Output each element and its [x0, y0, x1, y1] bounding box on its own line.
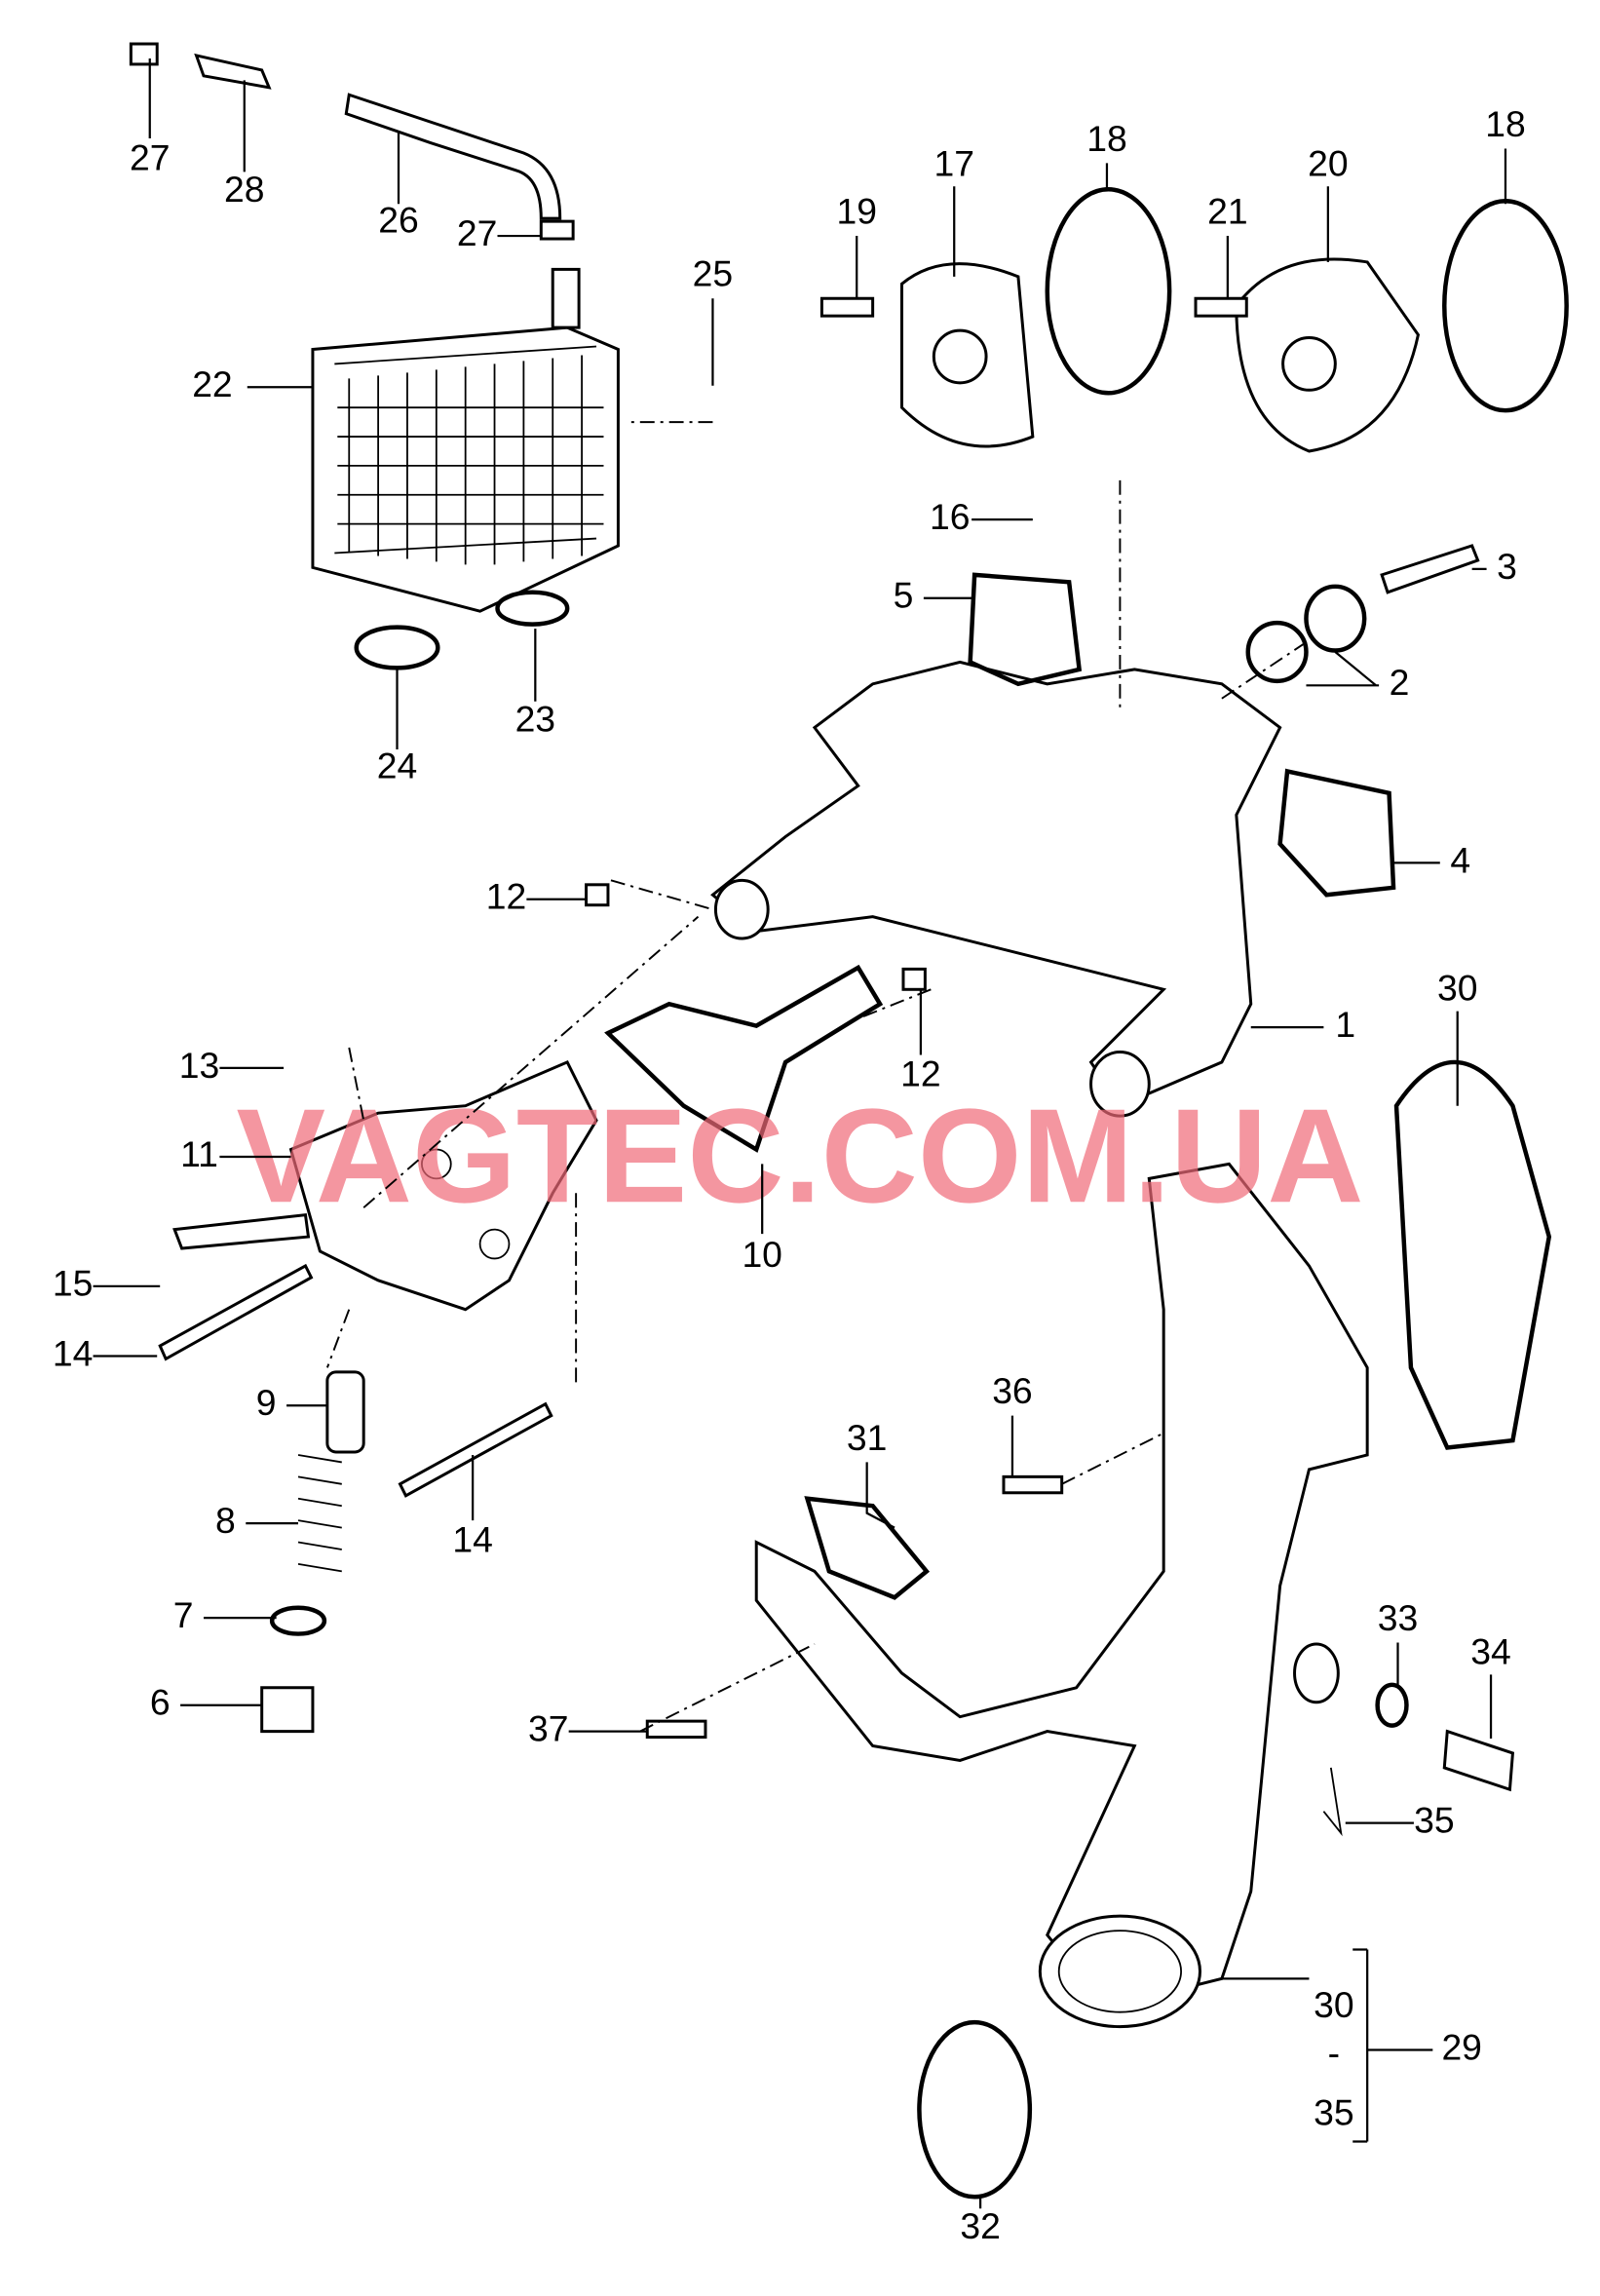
filter-housing [158, 1060, 598, 1734]
callout: 34 [1470, 1630, 1511, 1671]
callout: 37 [528, 1707, 569, 1748]
callout: 8 [215, 1500, 236, 1541]
callout: 28 [224, 169, 265, 210]
callout: 25 [693, 253, 734, 294]
callout: 24 [377, 745, 417, 785]
callout: 7 [173, 1594, 194, 1635]
callout: 32 [960, 2205, 1001, 2246]
callout: 16 [930, 496, 971, 537]
callout: 2 [1390, 662, 1410, 703]
callout: 12 [900, 1053, 941, 1094]
callout: 1 [1335, 1004, 1355, 1045]
callout: 18 [1086, 118, 1127, 159]
callout: 6 [150, 1682, 171, 1723]
callout: 10 [742, 1234, 782, 1275]
callout: 21 [1207, 191, 1248, 232]
callout: 15 [53, 1263, 93, 1304]
callout: - [1328, 2032, 1340, 2073]
callout: 35 [1314, 2092, 1354, 2133]
callout: 19 [836, 191, 877, 232]
callout: 22 [192, 364, 232, 404]
callout: 17 [933, 142, 974, 183]
callout: 4 [1450, 839, 1470, 880]
leader-lines [93, 57, 1507, 2209]
callout: 31 [847, 1417, 888, 1458]
coolant-pipe [645, 1059, 1552, 2200]
callout: 13 [179, 1045, 220, 1086]
callout: 27 [130, 136, 171, 177]
callout: 27 [457, 212, 497, 253]
hose [129, 42, 575, 241]
pump-covers [819, 187, 1569, 453]
callout: 5 [894, 575, 914, 616]
callout: 11 [180, 1133, 218, 1174]
callout: 14 [53, 1332, 93, 1373]
callout: 14 [452, 1518, 493, 1559]
callout: 3 [1497, 546, 1517, 587]
callout: 26 [378, 199, 419, 240]
callout: 9 [256, 1382, 277, 1423]
callout: 36 [992, 1370, 1033, 1411]
bracket-housing [585, 544, 1480, 1153]
oil-cooler [311, 267, 620, 613]
callout: 35 [1414, 1799, 1454, 1840]
callout: 18 [1485, 103, 1526, 144]
watermark: VAGTEC.COM.UA [236, 1082, 1363, 1231]
callout: 23 [515, 698, 556, 739]
callout: 12 [486, 876, 526, 917]
callout: 33 [1378, 1597, 1419, 1638]
callout: 29 [1441, 2026, 1481, 2067]
callout: 20 [1308, 142, 1349, 183]
callout: 30 [1437, 968, 1478, 1009]
callout: 30 [1314, 1984, 1354, 2025]
callouts: 27 28 26 27 22 25 24 23 19 17 18 21 20 1… [53, 103, 1526, 2246]
